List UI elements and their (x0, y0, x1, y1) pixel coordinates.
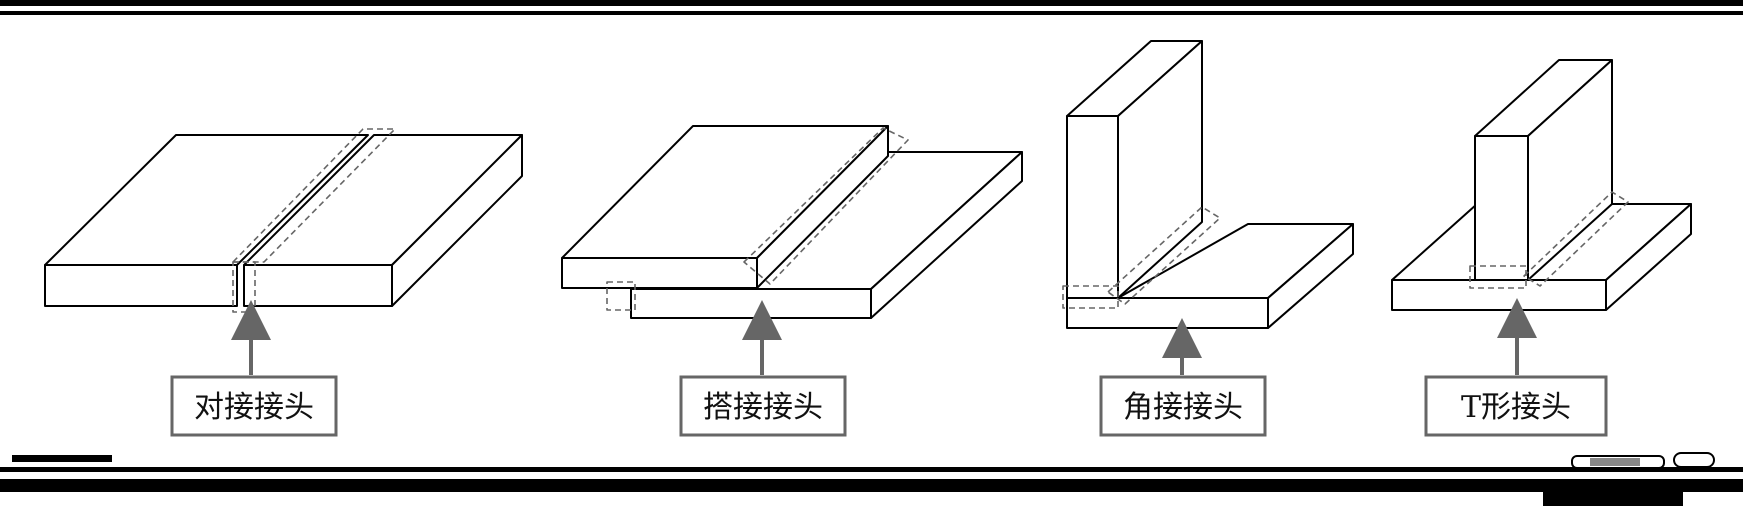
label-butt-joint-text: 对接接头 (194, 390, 314, 425)
label-lap-joint-text: 搭接接头 (703, 390, 823, 425)
label-butt-joint: 对接接头 (170, 375, 338, 437)
corner-joint-figure (1062, 40, 1354, 329)
butt-joint-figure (44, 128, 523, 313)
label-corner-joint: 角接接头 (1099, 375, 1267, 437)
label-t-joint: T形接头 (1424, 375, 1608, 437)
bottom-border (0, 452, 1743, 506)
t-joint-figure (1391, 59, 1692, 311)
top-border (0, 0, 1743, 15)
lap-joint-figure (561, 125, 1023, 319)
label-t-joint-text: T形接头 (1461, 390, 1571, 425)
label-corner-joint-text: 角接接头 (1123, 390, 1243, 425)
label-lap-joint: 搭接接头 (679, 375, 847, 437)
